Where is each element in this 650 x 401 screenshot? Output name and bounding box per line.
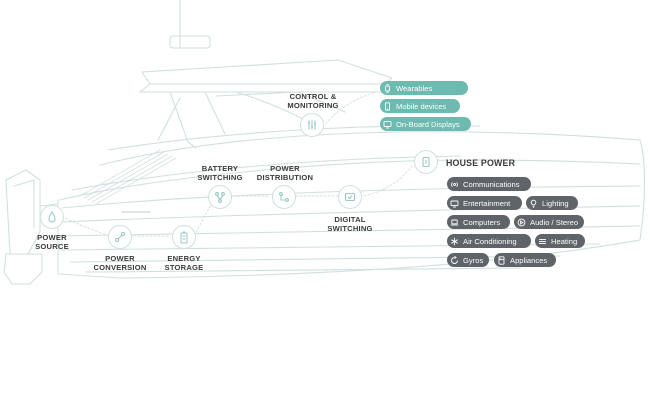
device-pill-wearables[interactable]: Wearables [380, 81, 468, 95]
battery-switching-node[interactable] [208, 185, 232, 209]
power-distribution-node[interactable] [272, 185, 296, 209]
digital-switch-icon [344, 192, 356, 202]
load-pill-entertainment[interactable]: Entertainment [447, 196, 522, 210]
sliders-icon [308, 120, 316, 130]
conversion-icon [114, 231, 126, 243]
digital-switching-label: DIGITAL SWITCHING [327, 215, 373, 233]
laptop-icon [450, 218, 459, 227]
display-icon [383, 120, 392, 129]
device-pill-displays[interactable]: On-Board Displays [380, 117, 471, 131]
power-source-label: POWER SOURCE [35, 233, 69, 251]
load-label: Heating [551, 236, 578, 246]
energy-storage-node[interactable] [172, 225, 196, 249]
load-pill-gyros[interactable]: Gyros [447, 253, 489, 267]
load-pill-air-conditioning[interactable]: Air Conditioning [447, 234, 531, 248]
heat-lines-icon [538, 237, 547, 246]
watch-icon [383, 83, 392, 93]
power-source-node[interactable] [40, 205, 64, 229]
power-distribution-label: POWER DISTRIBUTION [256, 164, 314, 182]
load-pill-appliances[interactable]: Appliances [494, 253, 556, 267]
battery-switching-label: BATTERY SWITCHING [197, 164, 243, 182]
load-label: Entertainment [463, 198, 511, 208]
load-pill-computers[interactable]: Computers [447, 215, 510, 229]
switch-icon [215, 192, 225, 203]
load-pill-lighting[interactable]: Lighting [526, 196, 578, 210]
phone-icon [383, 101, 392, 111]
gyro-icon [450, 255, 459, 265]
load-label: Lighting [542, 198, 569, 208]
control-monitoring-label: CONTROL & MONITORING [287, 92, 339, 110]
load-label: Computers [463, 217, 501, 227]
house-panel-icon [422, 156, 430, 168]
power-conversion-label: POWER CONVERSION [93, 254, 147, 272]
digital-switching-node[interactable] [338, 185, 362, 209]
fuel-drop-icon [48, 211, 56, 223]
bulb-icon [529, 199, 538, 208]
load-pill-heating[interactable]: Heating [535, 234, 585, 248]
power-conversion-node[interactable] [108, 225, 132, 249]
load-label: Gyros [463, 255, 484, 265]
load-pill-audio[interactable]: Audio / Stereo [514, 215, 584, 229]
load-label: Appliances [510, 255, 548, 265]
energy-storage-label: ENERGY STORAGE [164, 254, 204, 272]
load-label: Air Conditioning [463, 236, 517, 246]
device-pill-mobile[interactable]: Mobile devices [380, 99, 460, 113]
distribution-icon [279, 192, 289, 202]
device-label: Mobile devices [396, 101, 447, 111]
load-label: Communications [463, 179, 520, 189]
tv-icon [450, 199, 459, 208]
house-power-node[interactable] [414, 150, 438, 174]
device-label: Wearables [396, 83, 433, 93]
load-pill-communications[interactable]: Communications [447, 177, 531, 191]
load-label: Audio / Stereo [530, 217, 579, 227]
play-icon [517, 218, 526, 227]
battery-icon [180, 231, 188, 244]
snowflake-icon [450, 237, 459, 246]
device-label: On-Board Displays [396, 119, 460, 129]
signal-icon [450, 180, 459, 189]
fridge-icon [497, 255, 506, 265]
control-monitoring-node[interactable] [300, 113, 324, 137]
house-power-title: HOUSE POWER [446, 158, 516, 168]
